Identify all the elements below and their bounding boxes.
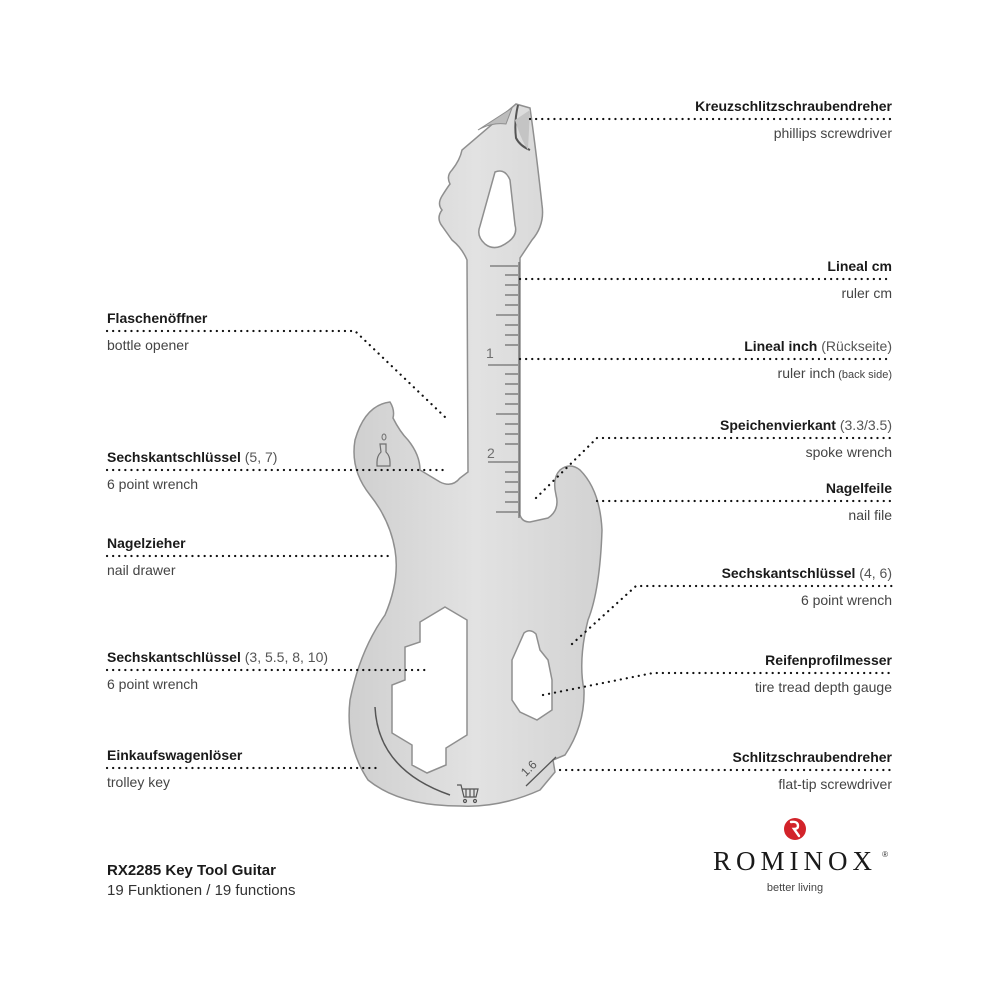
label-6-point-wrench-5-7: Sechskantschlüssel (5, 7) 6 point wrench — [107, 448, 277, 493]
ruler-scale — [488, 262, 520, 518]
ruler-number-1: 1 — [486, 345, 494, 361]
label-en: 6 point wrench — [800, 592, 892, 608]
shopping-cart-icon — [457, 784, 479, 804]
label-trolley-key: Einkaufswagenlöser trolley key — [107, 746, 242, 791]
label-bottle-opener: Flaschenöffner bottle opener — [107, 309, 207, 354]
head-hole — [478, 170, 517, 249]
label-de: Sechskantschlüssel (5, 7) — [107, 449, 278, 465]
label-de: Lineal cm — [827, 258, 892, 274]
bottle-icon — [376, 443, 391, 467]
brand-tagline: better living — [766, 882, 824, 894]
label-de: Reifenprofilmesser — [765, 652, 892, 668]
label-6-point-wrench-4-6: Sechskantschlüssel (4, 6) 6 point wrench — [722, 564, 892, 609]
product-title: RX2285 Key Tool Guitar — [107, 862, 276, 879]
label-de: Speichenvierkant (3.3/3.5) — [720, 417, 892, 433]
product-subtitle: 19 Funktionen / 19 functions — [107, 882, 296, 899]
label-de: Flaschenöffner — [107, 310, 208, 326]
label-ruler-cm: Lineal cm ruler cm — [827, 257, 892, 302]
label-en: ruler cm — [841, 285, 892, 301]
label-6-point-wrench-3-10: Sechskantschlüssel (3, 5.5, 8, 10) 6 poi… — [107, 648, 328, 693]
label-en: ruler inch (back side) — [777, 365, 892, 381]
label-en: trolley key — [107, 774, 171, 790]
large-hex-wrench-cutout — [391, 606, 468, 774]
label-en: nail file — [848, 507, 892, 523]
leader-lines — [105, 117, 894, 772]
small-hex-wrench-cutout — [511, 630, 553, 721]
label-en: spoke wrench — [805, 444, 892, 460]
trolley-key-arc — [374, 706, 451, 796]
label-en: bottle opener — [107, 337, 189, 353]
brand-logo: ROMINOX ® better living — [700, 818, 890, 894]
label-ruler-inch: Lineal inch (Rückseite) ruler inch (back… — [744, 337, 892, 384]
label-en: phillips screwdriver — [773, 125, 892, 141]
ruler-number-2: 2 — [487, 445, 495, 461]
label-phillips-screwdriver: Kreuzschlitzschraubendreher phillips scr… — [695, 97, 892, 142]
label-de: Sechskantschlüssel (4, 6) — [721, 565, 892, 581]
guitar-tool-body: 1 2 1.6 — [348, 103, 603, 807]
label-en: 6 point wrench — [107, 476, 199, 492]
label-spoke-wrench: Speichenvierkant (3.3/3.5) spoke wrench — [720, 416, 892, 461]
label-de: Schlitzschraubendreher — [732, 749, 893, 765]
registered-mark: ® — [882, 850, 888, 859]
label-de: Sechskantschlüssel (3, 5.5, 8, 10) — [107, 649, 329, 665]
label-en: tire tread depth gauge — [755, 679, 892, 695]
label-nail-file: Nagelfeile nail file — [826, 479, 892, 524]
label-flat-tip-screwdriver: Schlitzschraubendreher flat-tip screwdri… — [733, 748, 893, 793]
label-de: Nagelfeile — [825, 480, 892, 496]
rominox-logo-icon — [784, 818, 806, 840]
label-en: nail drawer — [107, 562, 176, 578]
label-de: Kreuzschlitzschraubendreher — [695, 98, 892, 114]
label-tire-tread-depth-gauge: Reifenprofilmesser tire tread depth gaug… — [755, 651, 892, 696]
label-de: Einkaufswagenlöser — [107, 747, 243, 763]
label-nail-drawer: Nagelzieher nail drawer — [107, 534, 186, 579]
label-de: Lineal inch (Rückseite) — [744, 338, 892, 354]
label-en: 6 point wrench — [107, 676, 199, 692]
label-de: Nagelzieher — [107, 535, 186, 551]
brand-name: ROMINOX — [712, 846, 877, 876]
label-en: flat-tip screwdriver — [778, 776, 892, 792]
product-info: RX2285 Key Tool Guitar 19 Funktionen / 1… — [107, 861, 295, 901]
